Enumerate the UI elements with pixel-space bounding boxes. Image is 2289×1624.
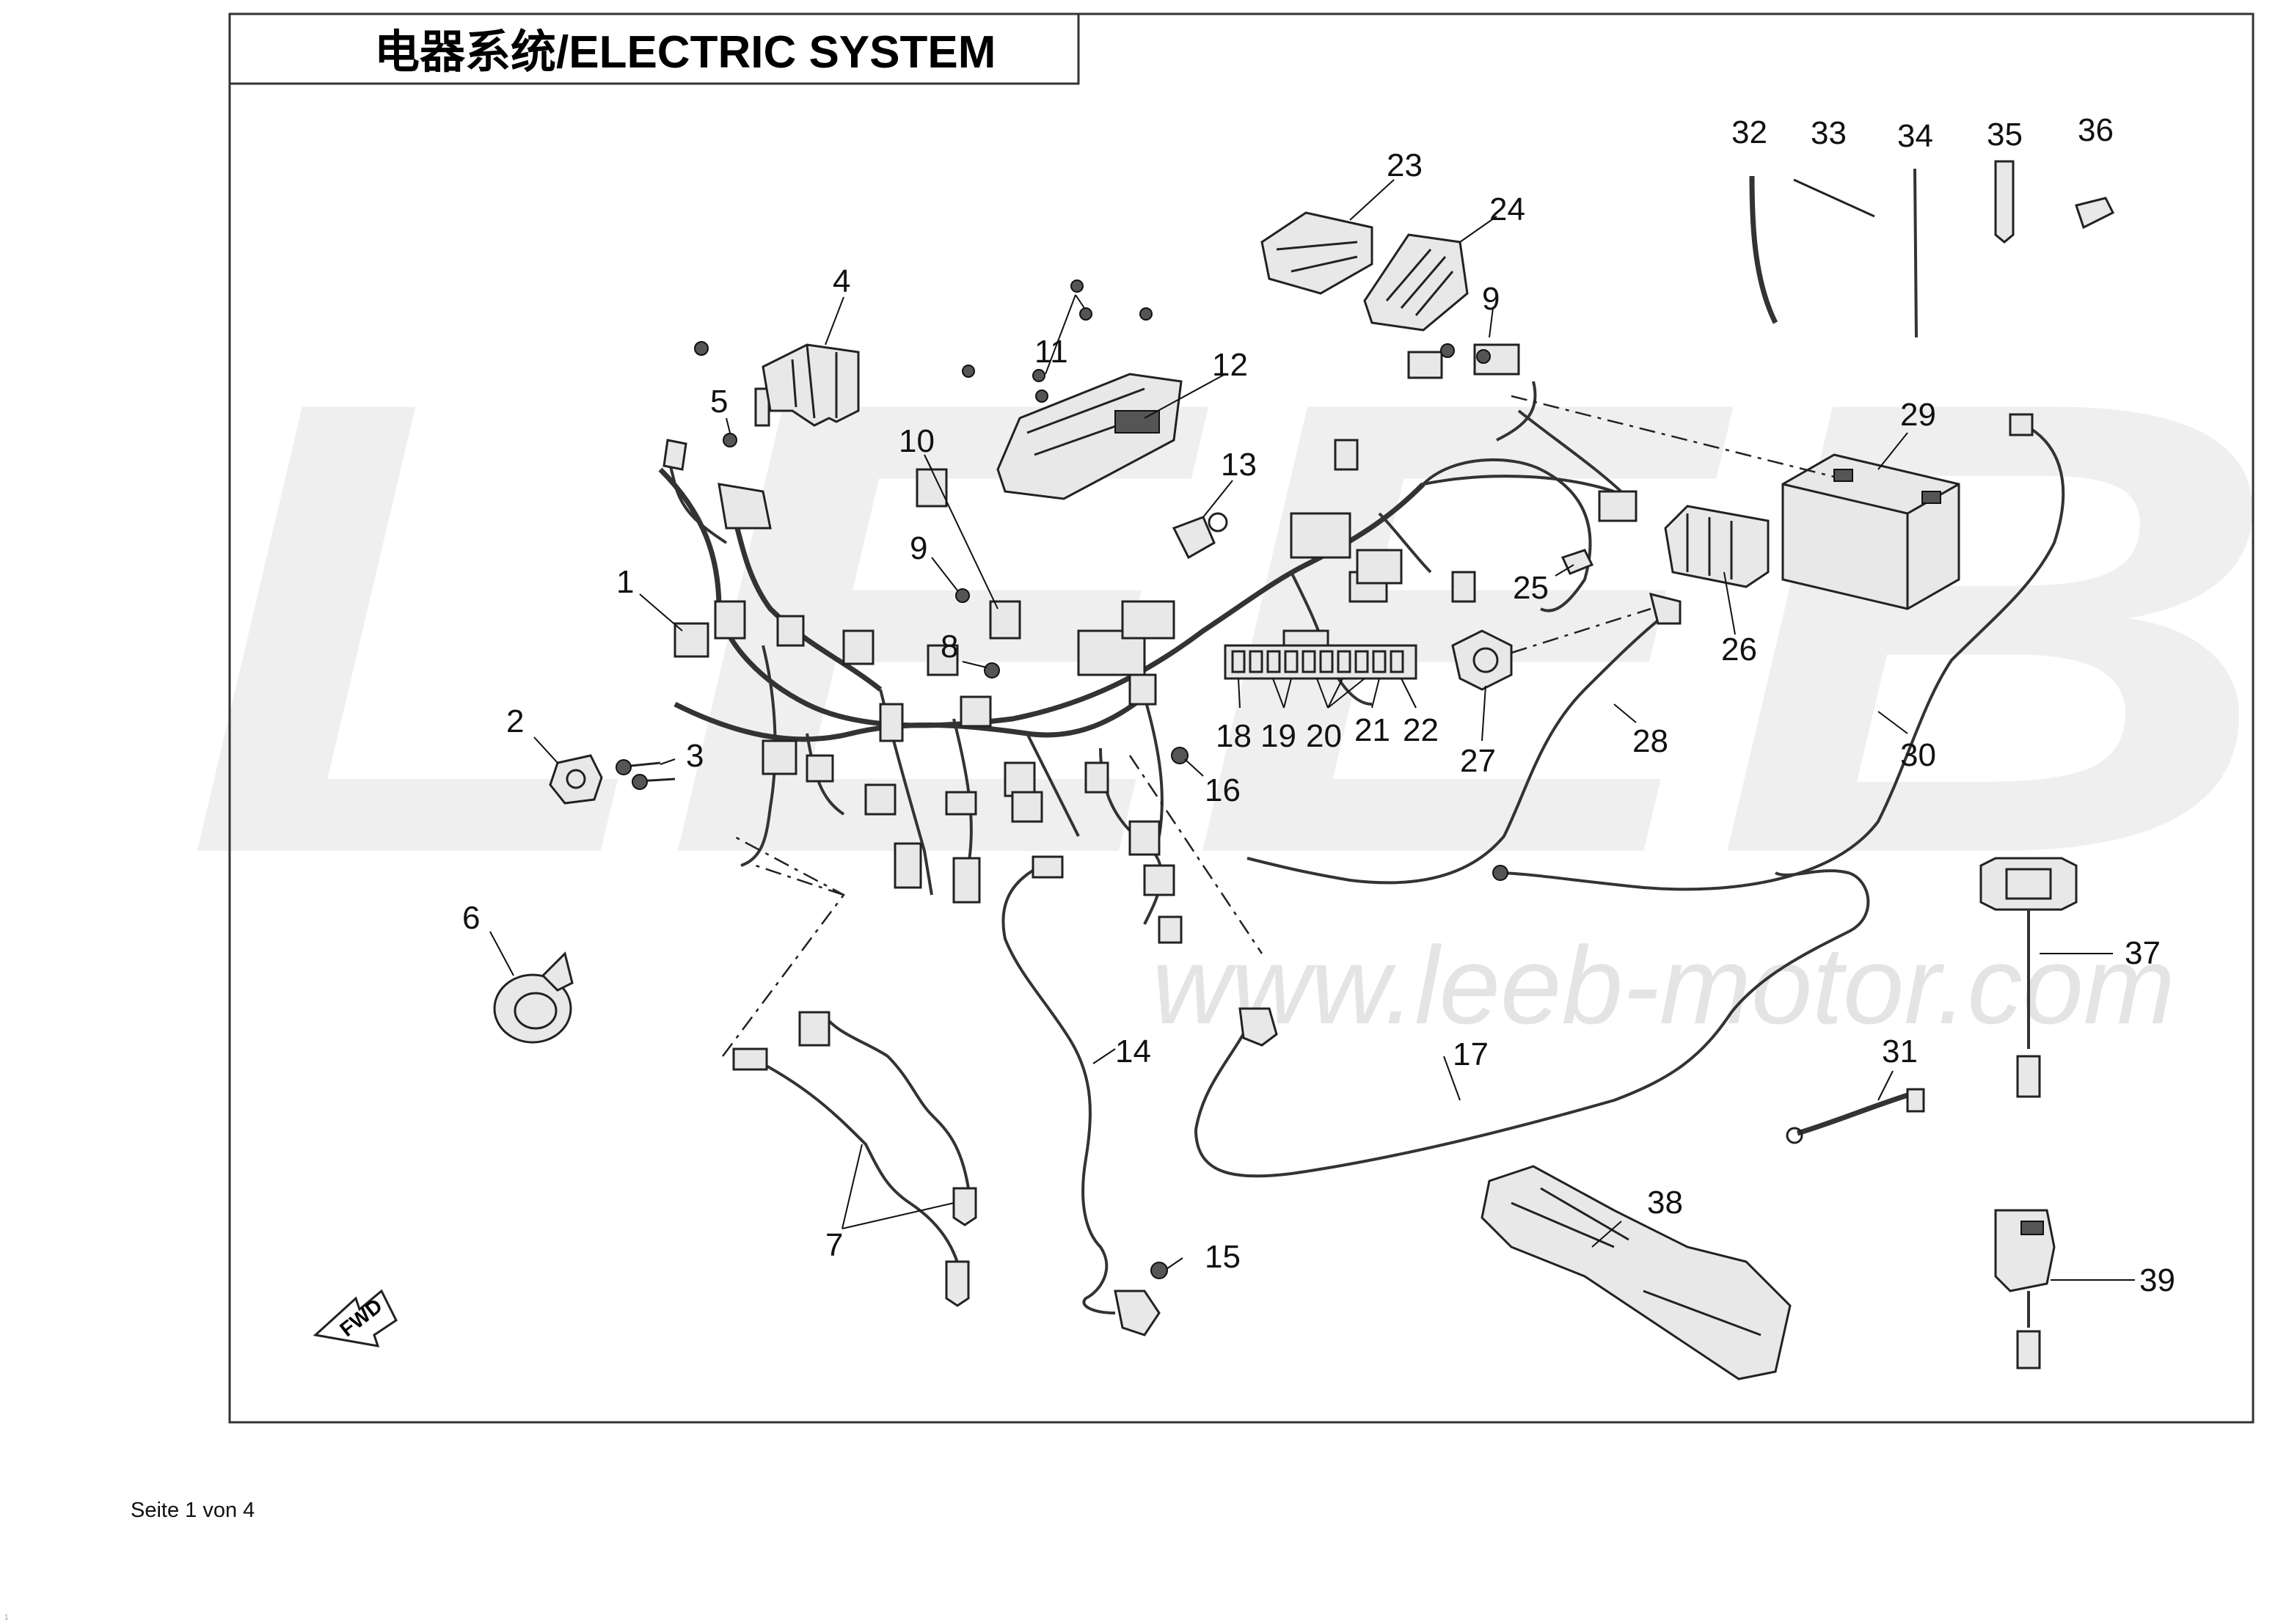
fuse-set-18-22 xyxy=(1224,644,1417,680)
part-17-cable xyxy=(1128,755,1870,1178)
callout-39: 39 xyxy=(2139,1262,2175,1298)
callout-36: 36 xyxy=(2078,112,2114,148)
watermark-url: www.leeb-motor.com xyxy=(1152,923,2175,1047)
parts-32-36-small-items xyxy=(1749,160,2115,338)
fwd-arrow-icon: FWD xyxy=(313,1289,398,1347)
part-7-oxygen-sensors xyxy=(722,835,977,1307)
part-6-horn xyxy=(493,951,574,1044)
callout-labels: 1 2 3 4 5 6 7 8 9 9 10 11 12 13 14 15 16… xyxy=(462,112,2175,1298)
page-footer: Seite 1 von 4 xyxy=(131,1499,255,1522)
part-23-module xyxy=(1260,211,1373,295)
part-11-screws xyxy=(962,279,1153,403)
part-39-ignition-switch xyxy=(1994,1209,2056,1369)
callout-18: 18 xyxy=(1216,718,1252,754)
diagram-frame xyxy=(228,12,2255,1424)
callout-29: 29 xyxy=(1900,397,1936,433)
part-8-clip xyxy=(984,662,1000,679)
callout-11: 11 xyxy=(1034,334,1068,370)
callout-31: 31 xyxy=(1882,1034,1918,1069)
part-35-tag xyxy=(1994,160,2015,244)
callout-35: 35 xyxy=(1987,117,2023,153)
part-9-bolt-upper-2 xyxy=(1476,349,1491,364)
part-37-module xyxy=(1979,857,2078,1098)
part-2-sensor xyxy=(549,754,603,805)
callout-37: 37 xyxy=(2125,935,2161,971)
callout-26: 26 xyxy=(1721,632,1757,667)
callout-12: 12 xyxy=(1212,347,1248,383)
part-9-bolt xyxy=(955,588,970,603)
part-30-cable xyxy=(1492,413,2065,891)
part-5-screws xyxy=(694,341,737,447)
part-14-sensor-cable xyxy=(1001,855,1161,1336)
main-wiring-harness xyxy=(658,343,1638,944)
callout-33: 33 xyxy=(1811,115,1847,151)
callout-13: 13 xyxy=(1221,447,1257,483)
callout-9-lower: 9 xyxy=(910,530,927,566)
callout-38: 38 xyxy=(1647,1185,1683,1221)
callout-6: 6 xyxy=(462,900,480,936)
part-31-ground-strap xyxy=(1786,1088,1925,1144)
part-32-tube xyxy=(1749,175,1778,324)
fwd-label: FWD xyxy=(335,1294,386,1341)
callout-30: 30 xyxy=(1900,737,1936,773)
part-26-fuse-box xyxy=(1664,505,1770,588)
title-box xyxy=(228,12,1080,85)
callout-17: 17 xyxy=(1453,1036,1489,1072)
part-3-bolts xyxy=(616,759,676,790)
callout-10: 10 xyxy=(899,423,935,459)
part-12-ecu xyxy=(996,373,1183,500)
callout-34: 34 xyxy=(1897,118,1933,154)
part-13-bulb xyxy=(1172,512,1228,560)
callout-24: 24 xyxy=(1489,191,1525,227)
callout-14: 14 xyxy=(1115,1034,1151,1069)
callout-1: 1 xyxy=(616,564,634,600)
part-34-rod xyxy=(1913,168,1918,338)
callout-16: 16 xyxy=(1205,772,1241,808)
callout-7: 7 xyxy=(825,1227,843,1263)
callout-32: 32 xyxy=(1731,114,1767,150)
part-9-bolt-upper xyxy=(1440,343,1455,358)
part-27-sensor xyxy=(1451,629,1513,691)
callout-25: 25 xyxy=(1513,570,1549,606)
callout-19: 19 xyxy=(1260,718,1296,754)
part-16-nut xyxy=(1171,747,1189,764)
callout-9-upper: 9 xyxy=(1482,281,1500,317)
part-38-bracket xyxy=(1481,1165,1792,1380)
callout-5: 5 xyxy=(710,384,728,420)
callout-23: 23 xyxy=(1387,147,1423,183)
part-36-clip xyxy=(2075,197,2115,230)
part-15-nut xyxy=(1150,1262,1168,1279)
part-29-battery xyxy=(1511,395,1960,610)
corner-mark: 1 xyxy=(4,1614,9,1622)
leader-lines xyxy=(489,179,2135,1281)
callout-21: 21 xyxy=(1354,712,1390,748)
callout-3: 3 xyxy=(686,738,704,774)
part-24-module xyxy=(1363,233,1469,332)
callout-27: 27 xyxy=(1460,743,1496,779)
callout-8: 8 xyxy=(941,629,958,665)
part-33-tie xyxy=(1793,178,1875,218)
diagram-title: 电器系统/ELECTRIC SYSTEM xyxy=(374,27,996,78)
callout-20: 20 xyxy=(1306,718,1342,754)
callout-2: 2 xyxy=(506,703,524,739)
callout-4: 4 xyxy=(833,263,850,299)
watermark-logo: LEEB xyxy=(183,267,2282,988)
watermark: LEEB www.leeb-motor.com xyxy=(183,267,2282,1047)
part-4-relay xyxy=(762,343,860,427)
callout-22: 22 xyxy=(1403,712,1439,748)
callout-28: 28 xyxy=(1632,723,1668,759)
callout-15: 15 xyxy=(1205,1239,1241,1275)
part-28-cable xyxy=(1246,592,1682,885)
